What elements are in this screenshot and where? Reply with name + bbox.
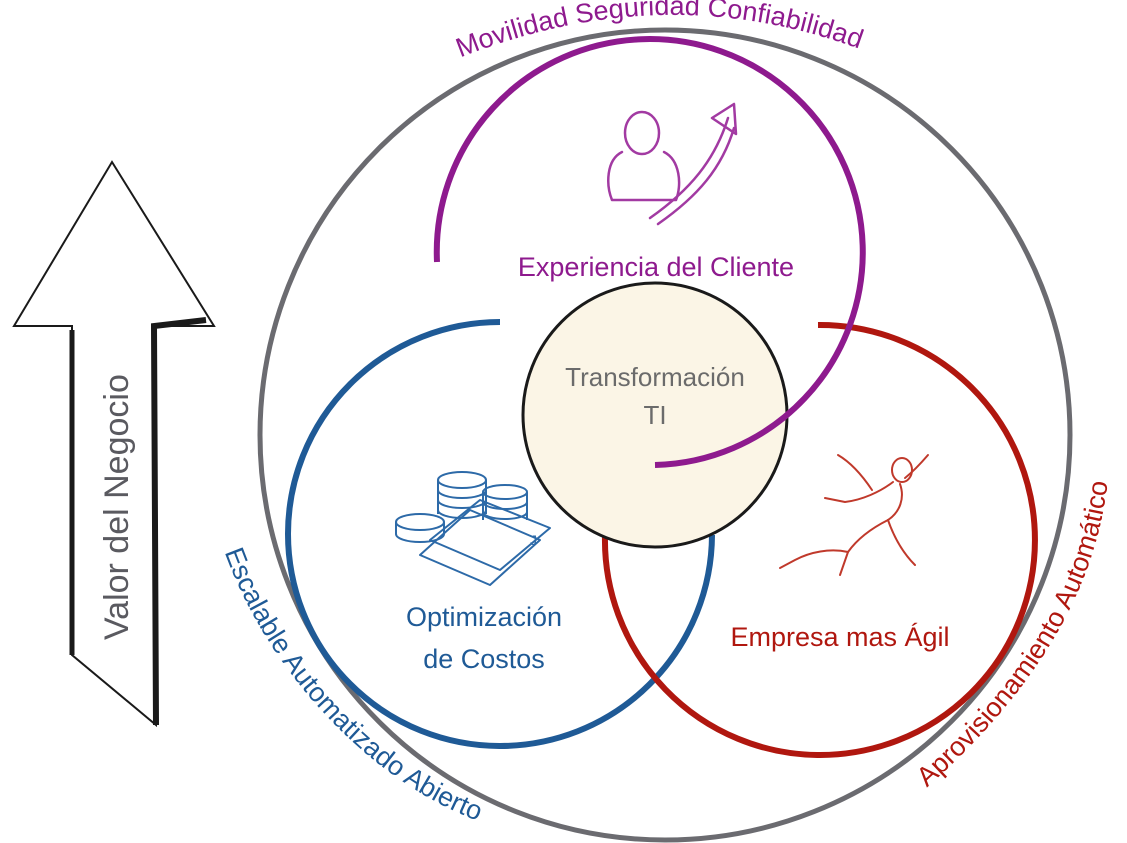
agile-circle-arc <box>601 321 1038 758</box>
outer-ring <box>257 27 1073 843</box>
svg-text:J: J <box>530 532 537 548</box>
center-subtitle: TI <box>643 400 666 430</box>
agile-label: Empresa mas Ágil <box>730 622 949 652</box>
runner-icon <box>779 454 929 576</box>
experience-circle-arc <box>433 36 866 468</box>
costs-label-line1: Optimización <box>406 602 562 632</box>
customer-growth-icon <box>607 102 738 226</box>
coins-cards-icon: J <box>395 471 551 586</box>
costs-label-line2: de Costos <box>423 644 545 674</box>
center-title: Transformación <box>565 362 745 392</box>
business-value-label: Valor del Negocio <box>98 374 136 640</box>
experience-label: Experiencia del Cliente <box>518 252 794 282</box>
value-arrow <box>12 160 216 728</box>
